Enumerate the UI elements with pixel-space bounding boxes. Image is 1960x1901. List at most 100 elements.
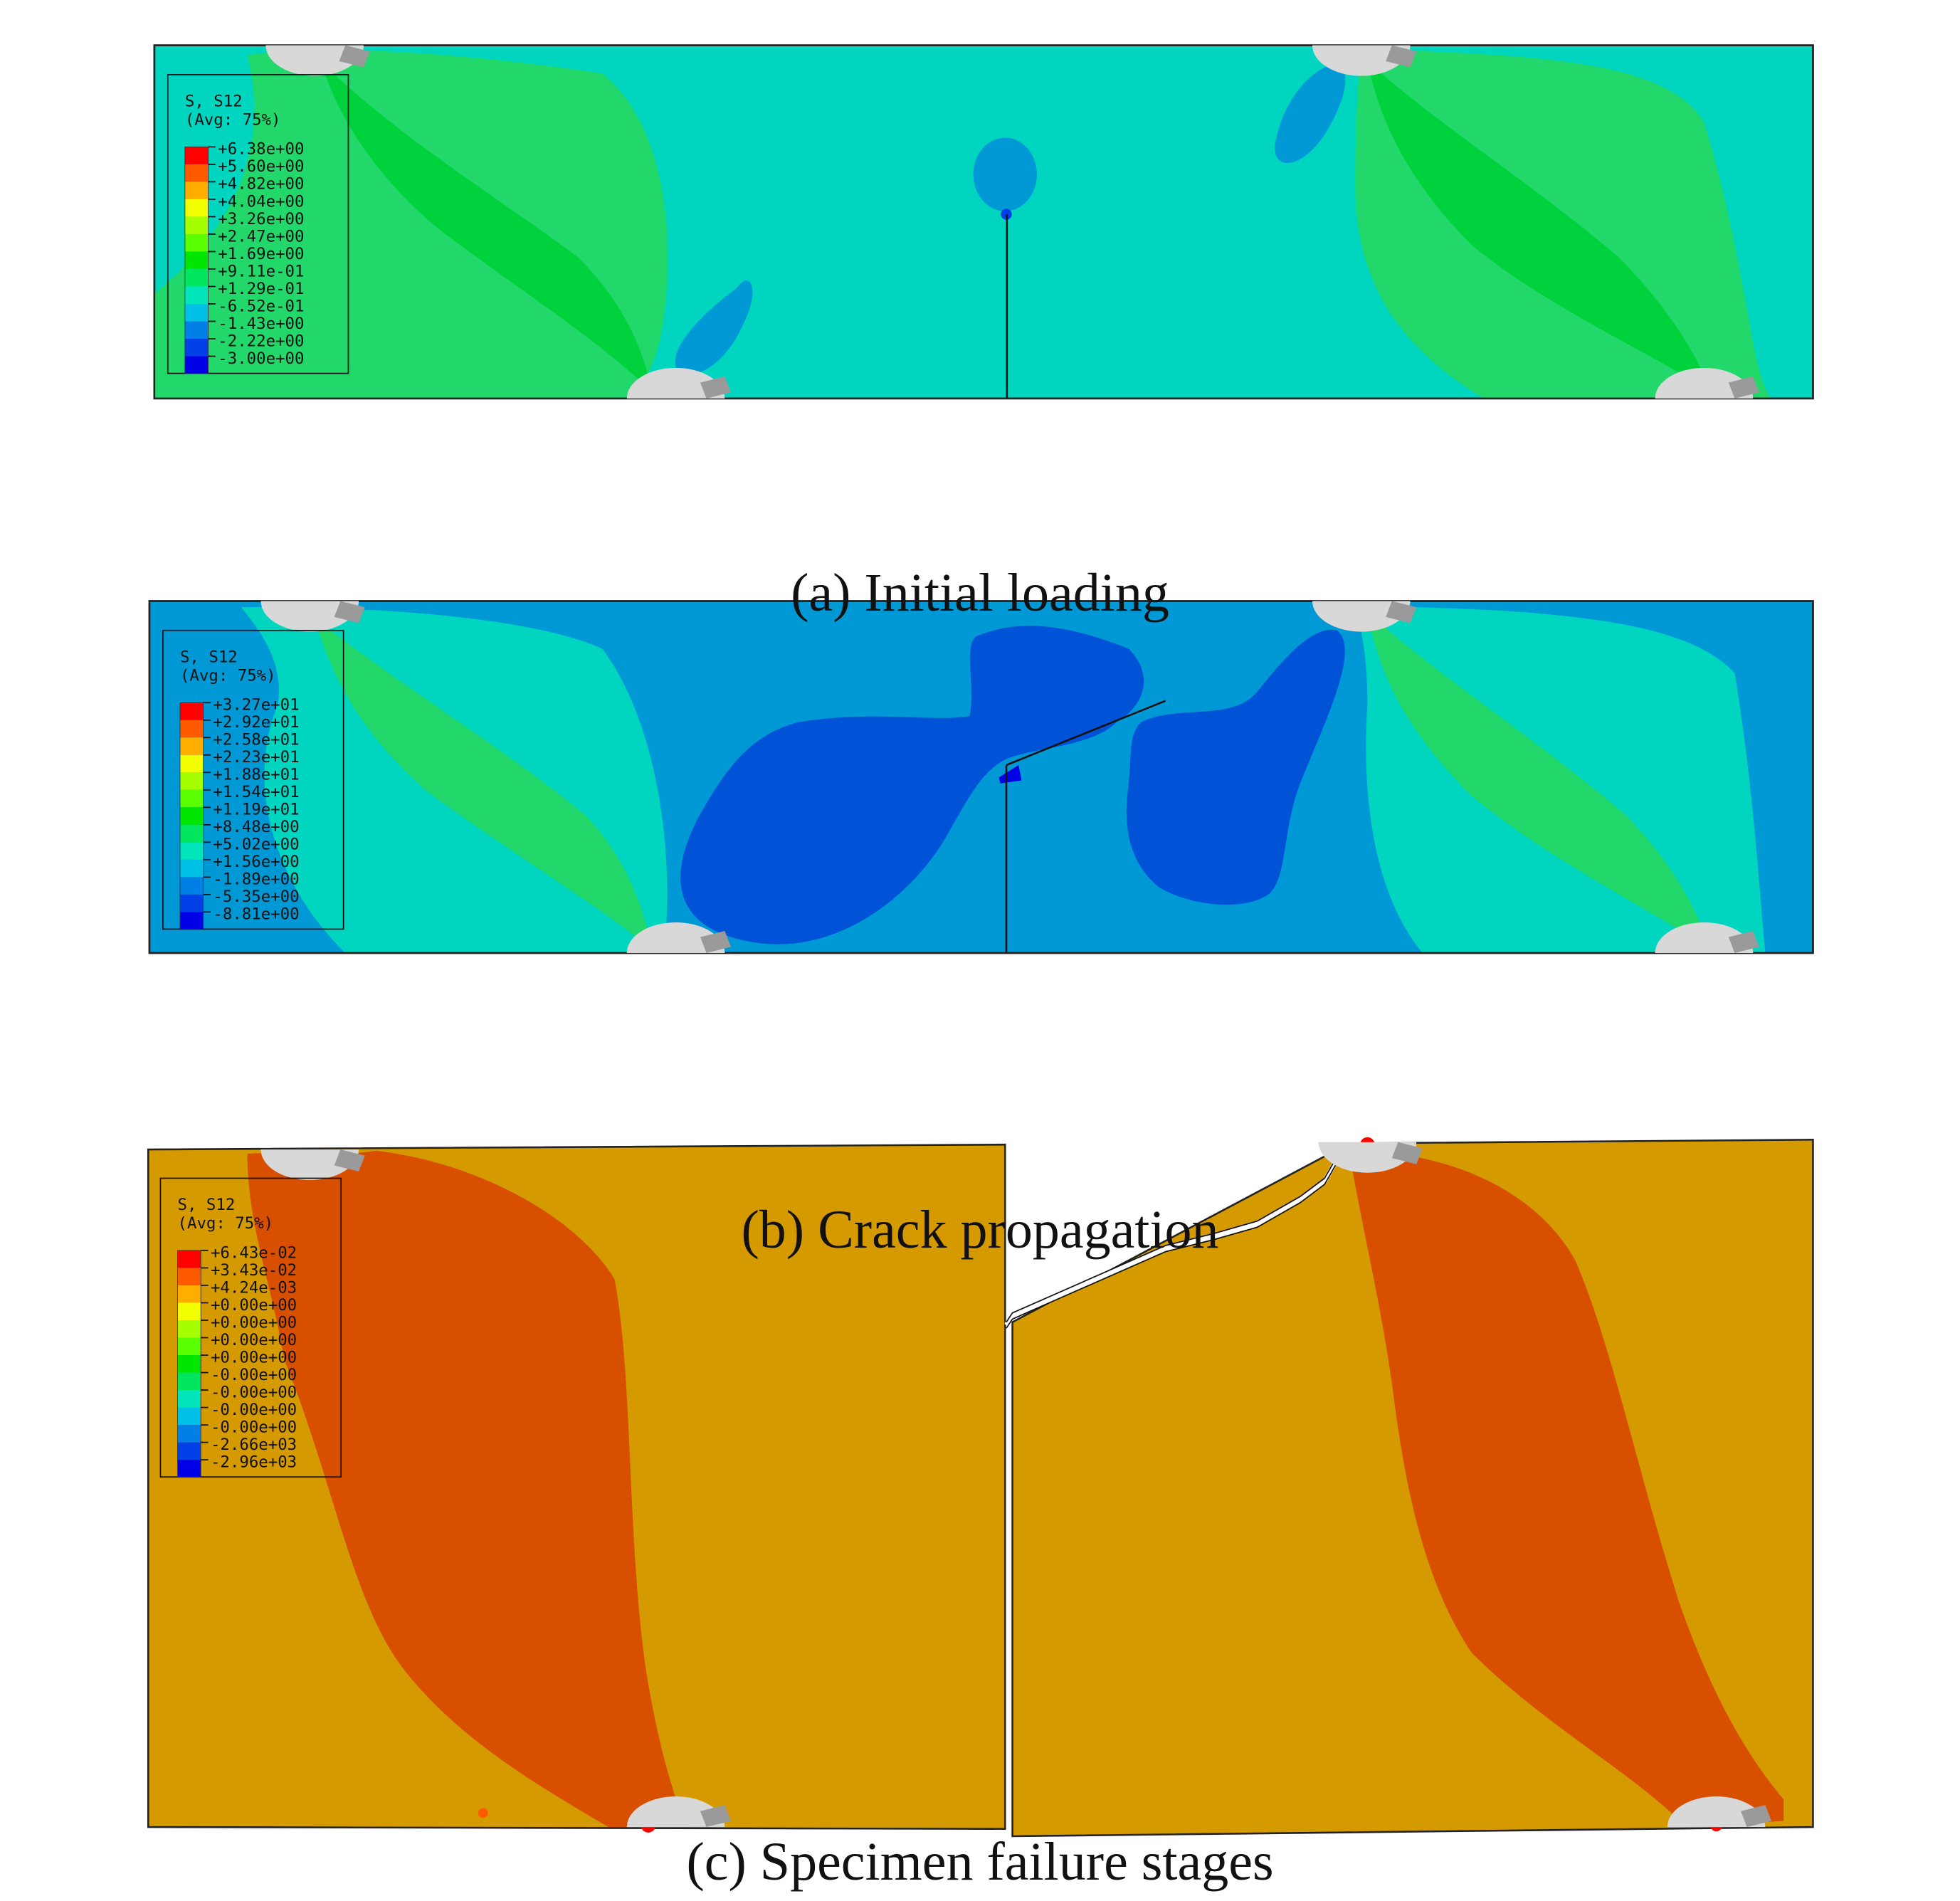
panel-a-beam-outline: [153, 44, 1814, 400]
panel-b-legend: S, S12(Avg: 75%)+3.27e+01+2.92e+01+2.58e…: [162, 629, 344, 930]
legend-swatch: [179, 859, 204, 878]
legend-value: +2.58e+01: [213, 731, 299, 749]
caption-a: (a) Initial loading: [791, 563, 1169, 623]
legend-value: +1.69e+00: [218, 245, 304, 263]
legend-value: +4.82e+00: [218, 175, 304, 194]
legend-value: -2.66e+03: [211, 1436, 297, 1454]
legend-value: +0.00e+00: [211, 1331, 297, 1349]
panel-c-support-left: [626, 1796, 731, 1828]
panel-a-blue-lobe-right: [1275, 64, 1346, 164]
legend-value: -0.00e+00: [211, 1401, 297, 1419]
legend-swatch: [179, 772, 204, 790]
legend-value: +1.19e+01: [213, 801, 299, 819]
legend-swatch: [177, 1302, 201, 1321]
legend-swatch: [177, 1390, 201, 1408]
legend-value: -5.35e+00: [213, 888, 299, 906]
panel-b-crack: [1006, 700, 1166, 767]
legend-value: +4.04e+00: [218, 192, 304, 211]
legend-swatch: [184, 268, 209, 287]
legend-value: +0.00e+00: [211, 1348, 297, 1366]
legend-value: +1.88e+01: [213, 766, 299, 784]
legend-value: -6.52e-01: [218, 297, 304, 315]
panel-c: S, S12(Avg: 75%)+6.43e-02+3.43e-02+4.24e…: [147, 1137, 1814, 1838]
panel-c-right-failure-band: [1349, 1150, 1784, 1828]
legend-swatch: [184, 181, 209, 199]
legend-swatch: [179, 877, 204, 895]
legend-swatch: [179, 754, 204, 773]
legend-swatch: [184, 216, 209, 234]
panel-a-blue-lobe-top: [973, 137, 1037, 211]
panel-b-stress-lobe-right: [1126, 629, 1345, 905]
legend-value: -1.89e+00: [213, 870, 299, 889]
legend-swatch: [177, 1460, 201, 1478]
legend-value: +6.38e+00: [218, 140, 304, 159]
panel-b-support-left: [626, 922, 731, 954]
legend-swatch: [184, 321, 209, 339]
legend-swatch: [177, 1407, 201, 1426]
legend-value: +5.60e+00: [218, 157, 304, 176]
legend-swatch: [184, 303, 209, 322]
legend-subtitle: (Avg: 75%): [178, 1214, 274, 1233]
legend-value: +2.23e+01: [213, 748, 299, 767]
legend-value: +1.54e+01: [213, 783, 299, 801]
panel-b-beam-outline: [148, 600, 1814, 954]
legend-swatch: [184, 286, 209, 304]
legend-swatch: [179, 842, 204, 860]
legend-value: +2.92e+01: [213, 713, 299, 732]
panel-a-support-left: [626, 367, 731, 399]
legend-swatch: [177, 1355, 201, 1373]
caption-c: (c) Specimen failure stages: [686, 1832, 1274, 1892]
legend-value: -0.00e+00: [211, 1418, 297, 1436]
legend-value: +0.00e+00: [211, 1313, 297, 1332]
panel-b-contours: [241, 601, 1766, 954]
legend-swatch: [184, 147, 209, 164]
panel-a: S, S12(Avg: 75%) +6.38e+00+5.60e+00+4.82e…: [153, 44, 1814, 400]
panel-b-stress-lobe-left: [680, 626, 1144, 944]
panel-c-load-pin-right: [1318, 1142, 1423, 1173]
legend-swatch: [179, 912, 204, 930]
panel-a-contours: [154, 45, 1771, 399]
caption-b: (b) Crack propagation: [741, 1200, 1219, 1260]
legend-value: +0.00e+00: [211, 1296, 297, 1315]
legend-swatch: [179, 789, 204, 808]
legend-swatch: [177, 1268, 201, 1285]
panel-a-left-core: [320, 61, 652, 392]
panel-a-legend: S, S12(Avg: 75%) +6.38e+00+5.60e+00+4.82e…: [167, 74, 349, 374]
panel-b: S, S12(Avg: 75%)+3.27e+01+2.92e+01+2.58e…: [148, 600, 1814, 954]
legend-value: +5.02e+00: [213, 836, 299, 854]
panel-c-left-failure-band: [247, 1150, 688, 1828]
legend-value: +3.26e+00: [218, 210, 304, 228]
legend-value: +1.56e+00: [213, 853, 299, 871]
panel-a-left-shear-band: [154, 50, 668, 399]
panel-b-right-green-core: [1367, 612, 1710, 949]
panel-c-legend: S, S12(Avg: 75%)+6.43e-02+3.43e-02+4.24e…: [159, 1177, 342, 1478]
legend-value: +4.24e-03: [211, 1278, 297, 1297]
legend-swatch: [184, 164, 209, 182]
panel-c-marker: [478, 1808, 488, 1818]
legend-title: S, S12: [178, 1196, 236, 1214]
legend-value: -1.43e+00: [218, 315, 304, 333]
legend-value: +1.29e-01: [218, 280, 304, 298]
legend-title: S, S12: [185, 93, 243, 111]
legend-swatch: [177, 1285, 201, 1303]
legend-swatch: [179, 702, 204, 720]
panel-a-load-pin-right: [1312, 45, 1417, 76]
legend-subtitle: (Avg: 75%): [185, 110, 281, 129]
legend-swatch: [177, 1442, 201, 1460]
legend-value: +3.43e-02: [211, 1261, 297, 1280]
panel-c-load-pin-left: [260, 1149, 365, 1181]
legend-swatch: [184, 339, 209, 357]
legend-value: +9.11e-01: [218, 262, 304, 280]
panel-c-crack: [1004, 1144, 1357, 1327]
legend-swatch: [184, 199, 209, 217]
legend-swatch: [177, 1337, 201, 1356]
legend-swatch: [179, 894, 204, 912]
legend-swatch: [179, 737, 204, 755]
legend-value: -2.22e+00: [218, 332, 304, 350]
legend-swatch: [177, 1320, 201, 1338]
legend-value: -0.00e+00: [211, 1366, 297, 1384]
panel-a-support-right: [1655, 367, 1759, 399]
panel-c-support-right: [1667, 1796, 1771, 1828]
